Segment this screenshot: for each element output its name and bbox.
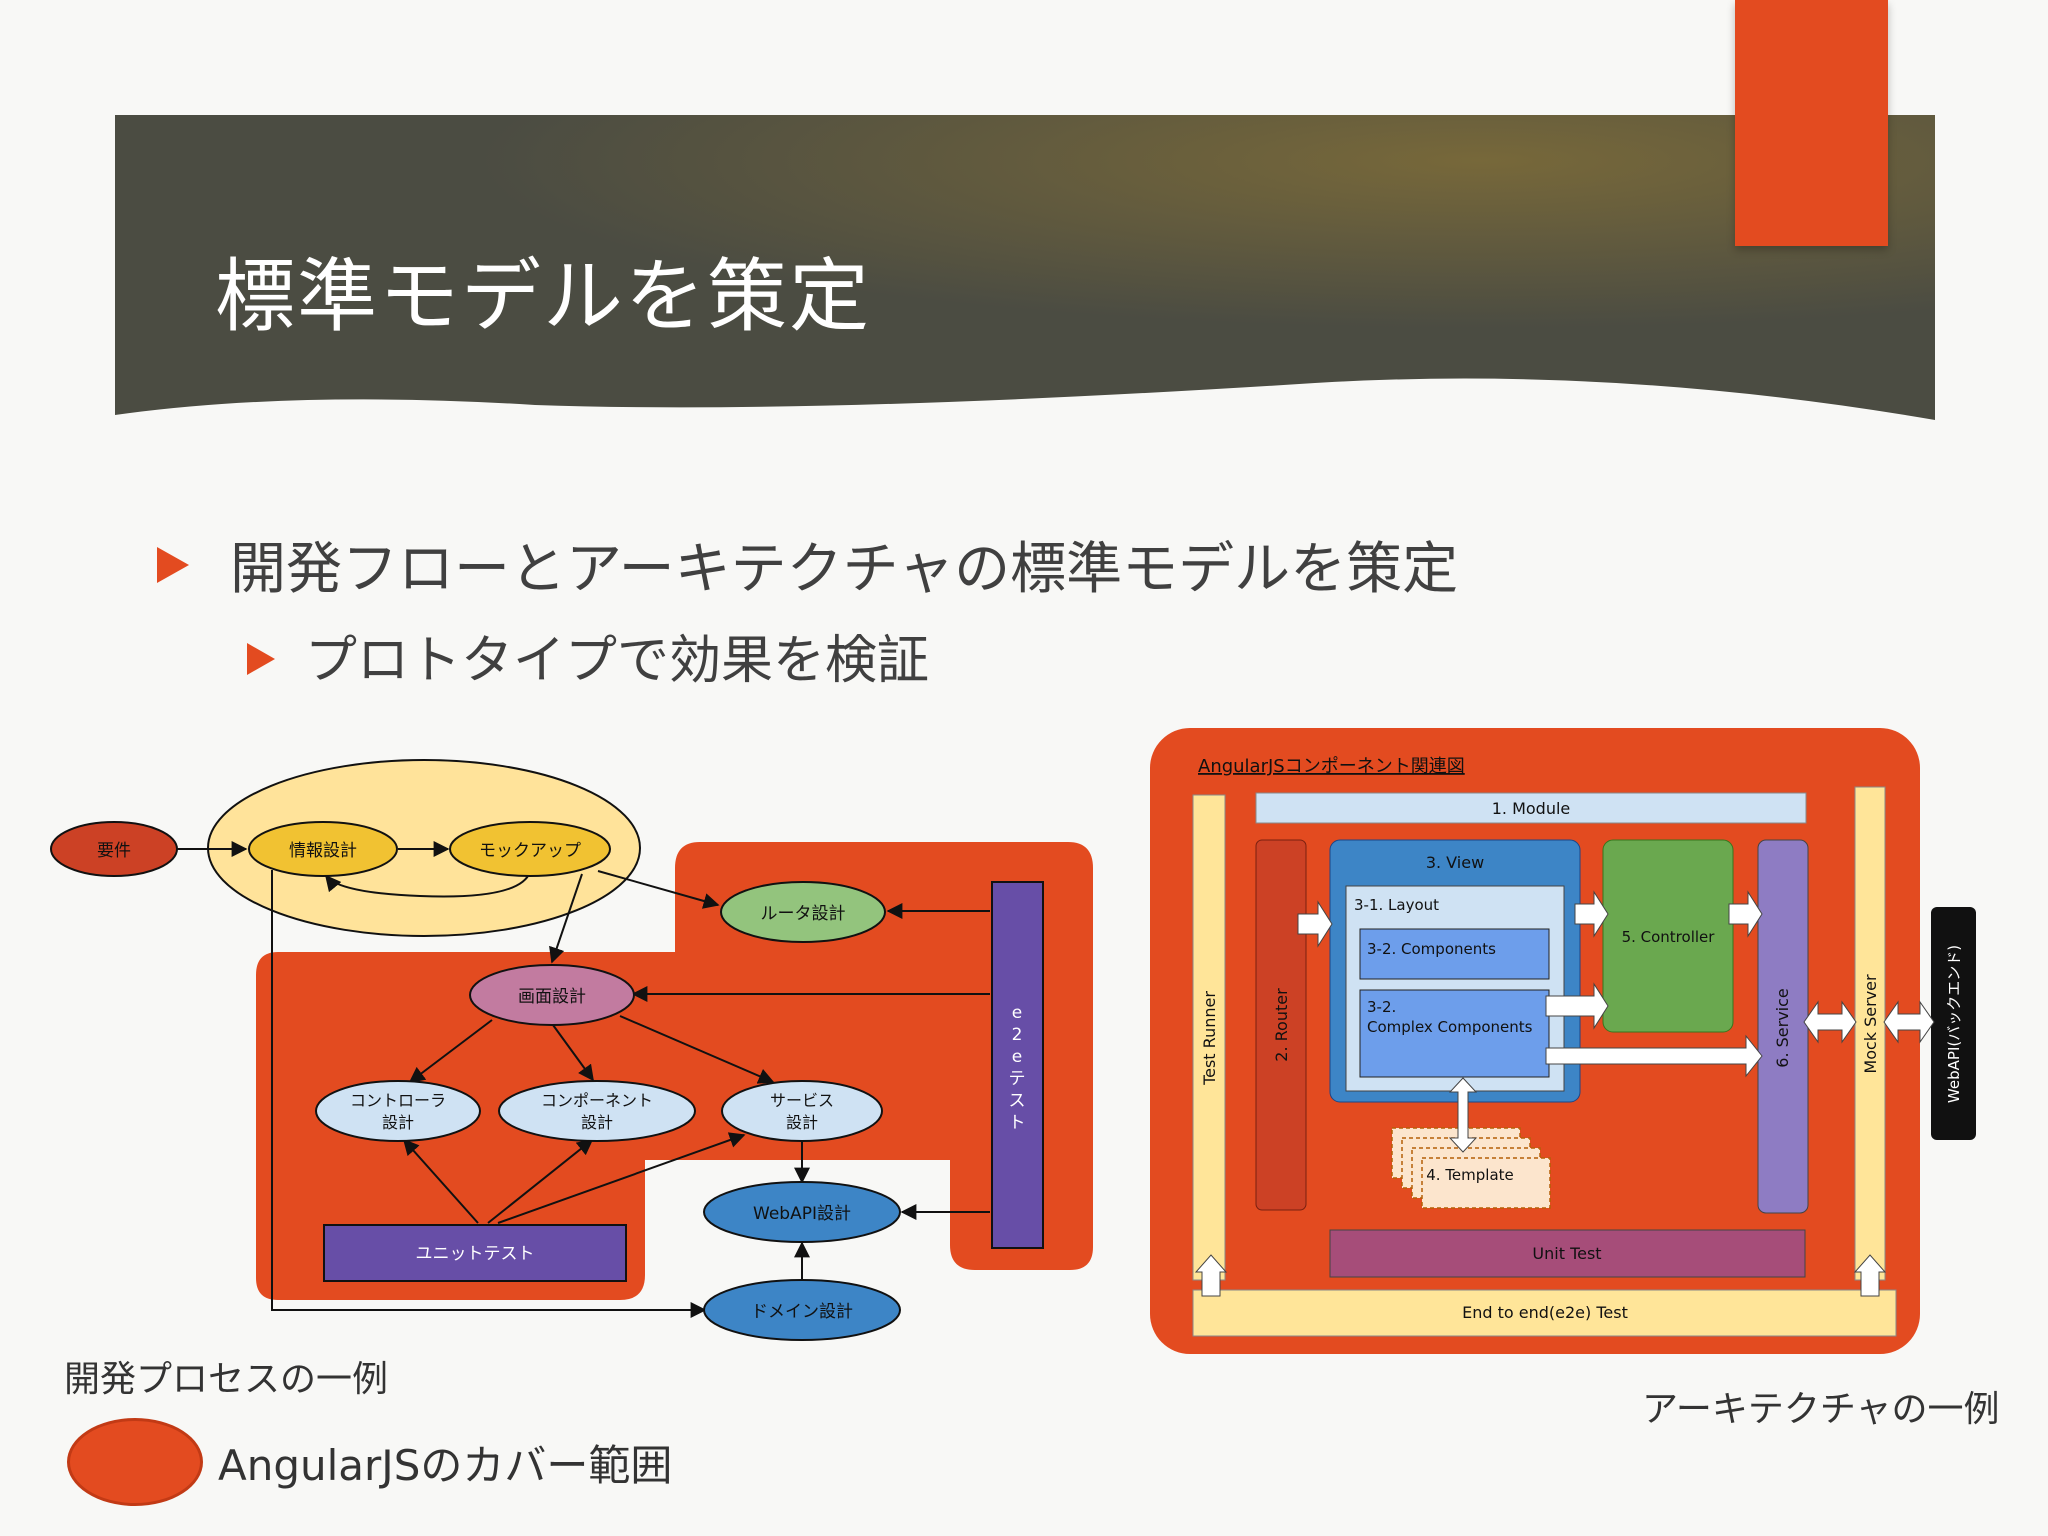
e2e-test-box: End to end(e2e) Test (1462, 1303, 1628, 1322)
svg-text:WebAPI設計: WebAPI設計 (753, 1204, 851, 1224)
node-component-design: コンポーネント 設計 (498, 1080, 696, 1142)
node-screen-design: 画面設計 (469, 964, 635, 1026)
view-box: 3. View (1426, 853, 1484, 872)
bullet-sub: プロトタイプで効果を検証 (305, 631, 930, 691)
mock-server: Mock Server (1861, 974, 1880, 1074)
svg-text:設計: 設計 (786, 1113, 818, 1132)
arch-heading: AngularJSコンポーネント関連図 (1198, 756, 1465, 777)
process-diagram: 要件 情報設計 モックアップ ルータ設計 画面設計 コントローラ 設計 (50, 759, 1093, 1341)
bullet-triangle-icon (247, 643, 275, 675)
node-requirement: 要件 (50, 821, 178, 877)
title-band (115, 115, 1935, 420)
architecture-caption: アーキテクチャの一例 (1642, 1389, 2000, 1430)
template-stack: 4. Template (1391, 1127, 1551, 1209)
router-box: 2. Router (1272, 988, 1291, 1062)
module-box: 1. Module (1492, 799, 1571, 818)
layout-box: 3-1. Layout (1354, 896, 1439, 914)
node-controller-design: コントローラ 設計 (315, 1080, 481, 1142)
bullet-main: 開発フローとアーキテクチャの標準モデルを策定 (230, 537, 1459, 602)
svg-text:e: e (1012, 1047, 1022, 1067)
node-info-design: 情報設計 (248, 821, 398, 877)
svg-text:設計: 設計 (581, 1113, 613, 1132)
node-webapi-design: WebAPI設計 (703, 1181, 901, 1243)
svg-text:テ: テ (1009, 1069, 1026, 1089)
service-box: 6. Service (1773, 988, 1792, 1067)
coverage-region (256, 842, 1093, 1300)
backend-box: WebAPI(バックエンド) (1945, 945, 1963, 1103)
svg-text:2: 2 (1012, 1025, 1023, 1045)
legend-swatch (67, 1418, 203, 1506)
svg-text:ルータ設計: ルータ設計 (761, 904, 846, 924)
svg-text:Complex Components: Complex Components (1367, 1018, 1533, 1036)
svg-text:サービス: サービス (770, 1091, 834, 1110)
test-runner: Test Runner (1200, 991, 1219, 1086)
architecture-diagram: AngularJSコンポーネント関連図 1. Module Test Runne… (1150, 728, 1976, 1354)
svg-text:コンポーネント: コンポーネント (541, 1091, 653, 1110)
template-box: 4. Template (1426, 1166, 1514, 1184)
svg-text:e: e (1012, 1003, 1022, 1023)
node-router-design: ルータ設計 (720, 881, 886, 943)
legend-label: AngularJSのカバー範囲 (218, 1441, 673, 1490)
node-e2e-test: e 2 e テ ス ト (991, 881, 1044, 1249)
svg-text:コントローラ: コントローラ (350, 1091, 446, 1110)
slide-title: 標準モデルを策定 (215, 250, 871, 343)
components-box: 3-2. Components (1367, 940, 1496, 958)
accent-tab (1735, 0, 1888, 246)
svg-text:設計: 設計 (382, 1113, 414, 1132)
svg-text:モックアップ: モックアップ (479, 841, 581, 861)
svg-text:ス: ス (1009, 1091, 1026, 1111)
process-caption: 開発プロセスの一例 (64, 1359, 389, 1400)
svg-text:ユニットテスト: ユニットテスト (416, 1244, 535, 1264)
complex-components-box: 3-2. (1367, 998, 1396, 1016)
bullet-triangle-icon (157, 547, 189, 583)
svg-text:画面設計: 画面設計 (518, 987, 586, 1007)
svg-text:ドメイン設計: ドメイン設計 (751, 1302, 853, 1322)
controller-box: 5. Controller (1622, 928, 1716, 946)
arch-arrows (1194, 890, 1935, 1297)
svg-text:情報設計: 情報設計 (289, 841, 357, 861)
svg-text:要件: 要件 (97, 841, 131, 861)
node-domain-design: ドメイン設計 (703, 1279, 901, 1341)
unit-test-box: Unit Test (1532, 1244, 1601, 1263)
node-service-design: サービス 設計 (721, 1080, 883, 1142)
svg-text:ト: ト (1009, 1113, 1026, 1133)
node-mockup: モックアップ (449, 821, 611, 877)
node-unit-test: ユニットテスト (323, 1224, 627, 1282)
